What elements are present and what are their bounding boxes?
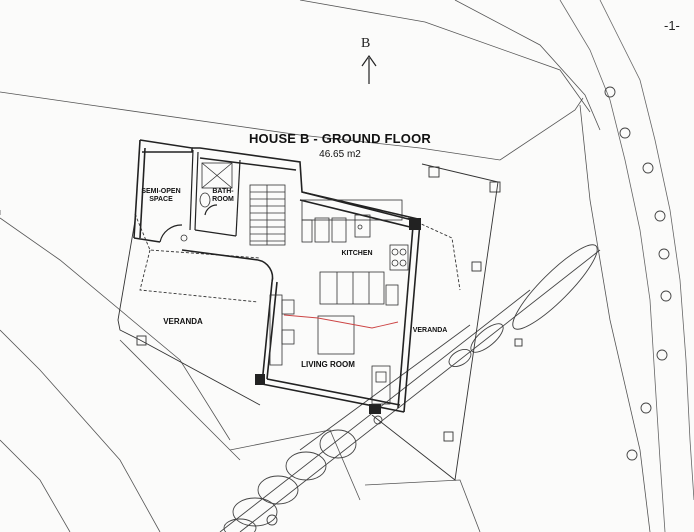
room-label-kitchen: KITCHEN <box>341 250 373 257</box>
room-label-bathroom-line2: ROOM <box>212 196 234 203</box>
column-markers <box>255 218 421 414</box>
room-label-semi-open: SEMI-OPEN SPACE <box>140 188 182 204</box>
staircase <box>249 184 286 246</box>
room-label-living-room: LIVING ROOM <box>301 360 355 369</box>
room-label-semi-open-line1: SEMI-OPEN <box>141 188 181 195</box>
site-boundary-lines <box>0 0 651 532</box>
tree-path <box>219 244 601 532</box>
veranda-outline-right <box>371 163 523 481</box>
plan-area: 46.65 m2 <box>319 149 361 160</box>
room-label-veranda-left: VERANDA <box>163 317 203 326</box>
interior-walls <box>159 149 241 243</box>
room-label-bathroom: BATH- ROOM <box>208 188 238 204</box>
house-walls <box>133 139 421 413</box>
contour-markers <box>604 86 672 461</box>
kitchen-fixtures <box>301 199 409 306</box>
bathroom-fixtures <box>180 162 233 242</box>
room-label-bathroom-line1: BATH- <box>212 188 234 195</box>
living-room-furniture <box>269 294 399 405</box>
page-number: -1- <box>664 18 680 33</box>
room-label-semi-open-line2: SPACE <box>149 196 173 203</box>
room-label-veranda-right: VERANDA <box>412 327 448 334</box>
contour-lines-right <box>559 0 694 532</box>
north-arrow-marker: B <box>361 36 371 51</box>
veranda-outline-left <box>117 213 261 406</box>
plan-title: HOUSE B - GROUND FLOOR <box>248 131 432 146</box>
